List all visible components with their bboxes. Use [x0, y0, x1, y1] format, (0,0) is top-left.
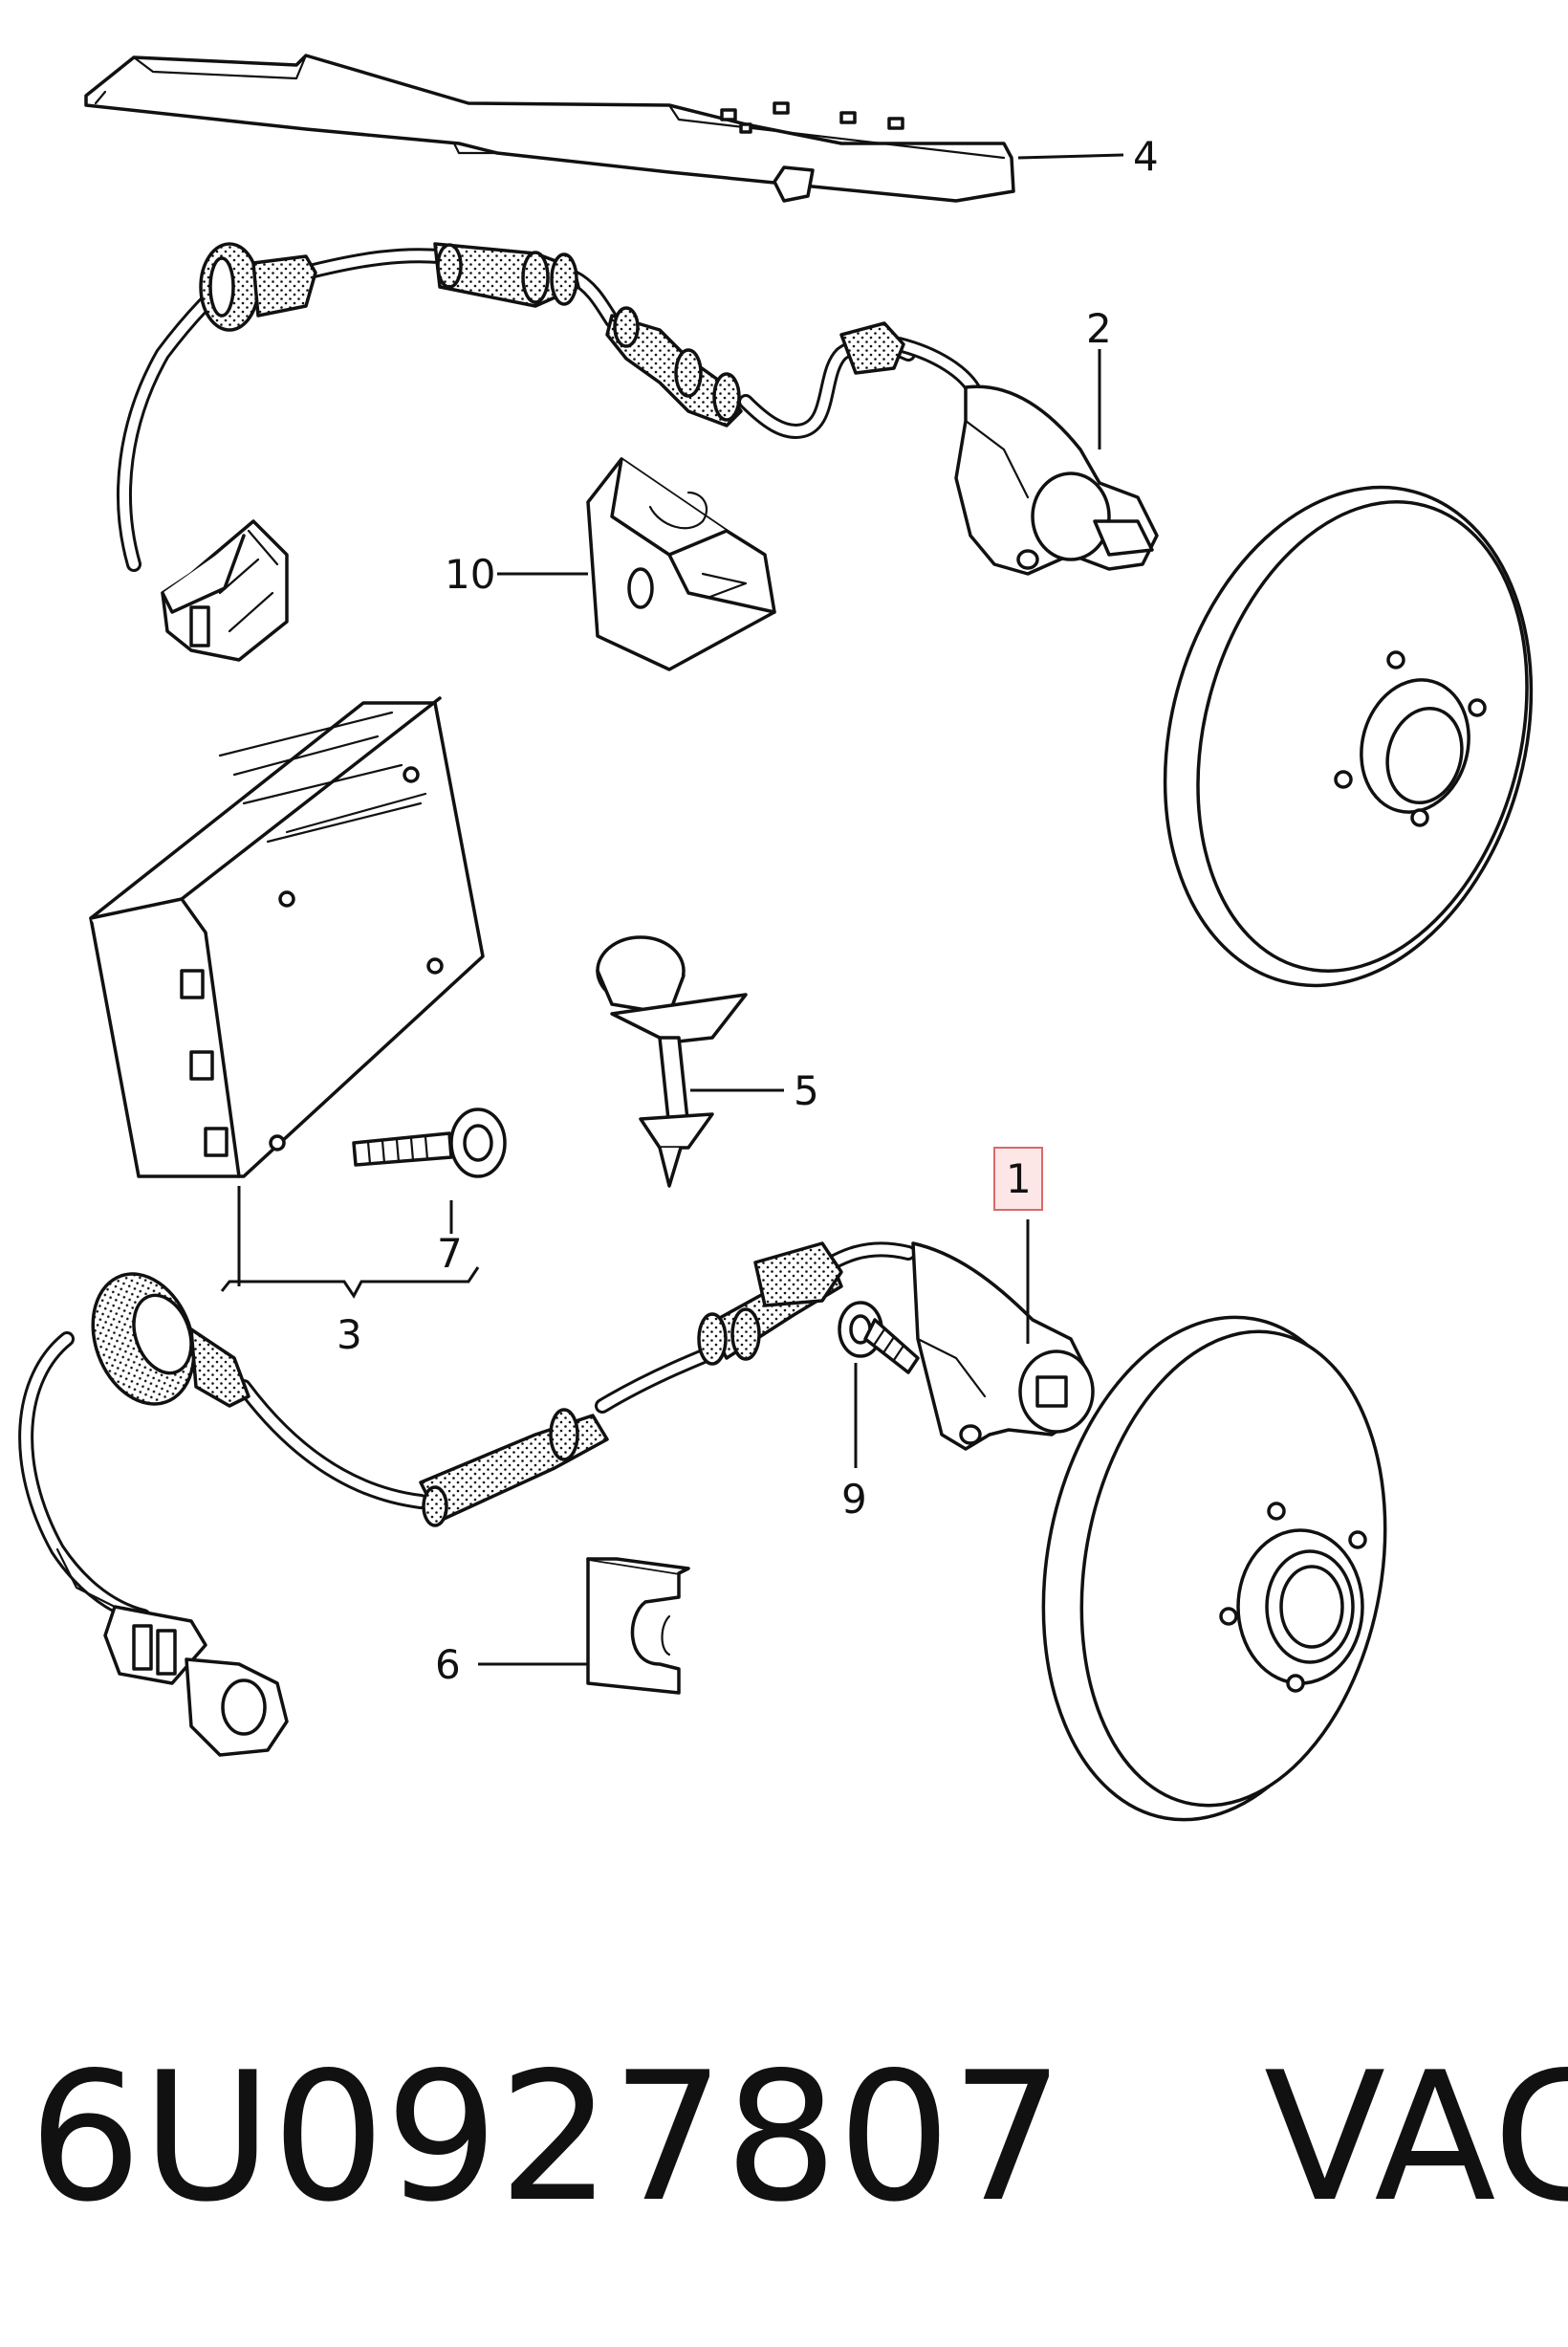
callout-4: 4	[1133, 133, 1159, 180]
upper-sensor-assembly	[117, 242, 1159, 662]
upper-brake-disc	[1163, 485, 1534, 988]
parts-diagram: 4 2 10 5 7 3 1 9 6	[18, 54, 1534, 1822]
callout-2: 2	[1086, 305, 1112, 352]
callout-3: 3	[337, 1311, 362, 1358]
leader-lines	[220, 153, 1124, 1666]
wheel-speed-sensor-1	[18, 1241, 1095, 1757]
callout-6: 6	[435, 1641, 461, 1688]
bracket-10	[586, 457, 776, 671]
control-module	[89, 696, 485, 1178]
brand-name: VAG	[1263, 2033, 1568, 2241]
callout-9: 9	[841, 1476, 867, 1523]
callout-labels: 4 2 10 5 7 3 1 9 6	[337, 133, 1159, 1688]
clip-5	[596, 935, 748, 1188]
callout-10: 10	[445, 551, 495, 598]
callout-7: 7	[437, 1230, 463, 1277]
callout-1: 1	[1006, 1155, 1032, 1202]
part-number: 6U0927807	[29, 2033, 1064, 2241]
footer: 6U0927807 VAG	[29, 2033, 1568, 2241]
bolt-9	[838, 1301, 920, 1374]
callout-5: 5	[794, 1067, 819, 1114]
callout-1-highlight	[993, 1147, 1043, 1211]
lower-brake-disc	[1041, 1315, 1387, 1822]
clip-6	[586, 1557, 690, 1695]
screw-7	[352, 1108, 507, 1178]
mounting-rail	[84, 54, 1015, 203]
